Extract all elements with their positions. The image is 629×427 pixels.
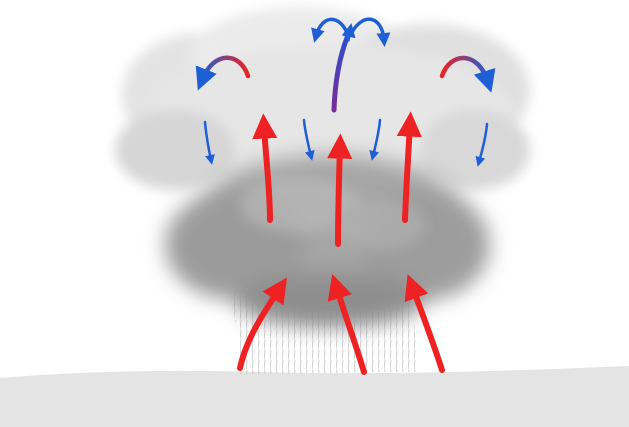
ground (0, 366, 629, 427)
red-up-arrow-icon (338, 146, 340, 244)
blue-up-arrow-icon (348, 30, 350, 40)
cumulonimbus-cloud (115, 7, 530, 328)
